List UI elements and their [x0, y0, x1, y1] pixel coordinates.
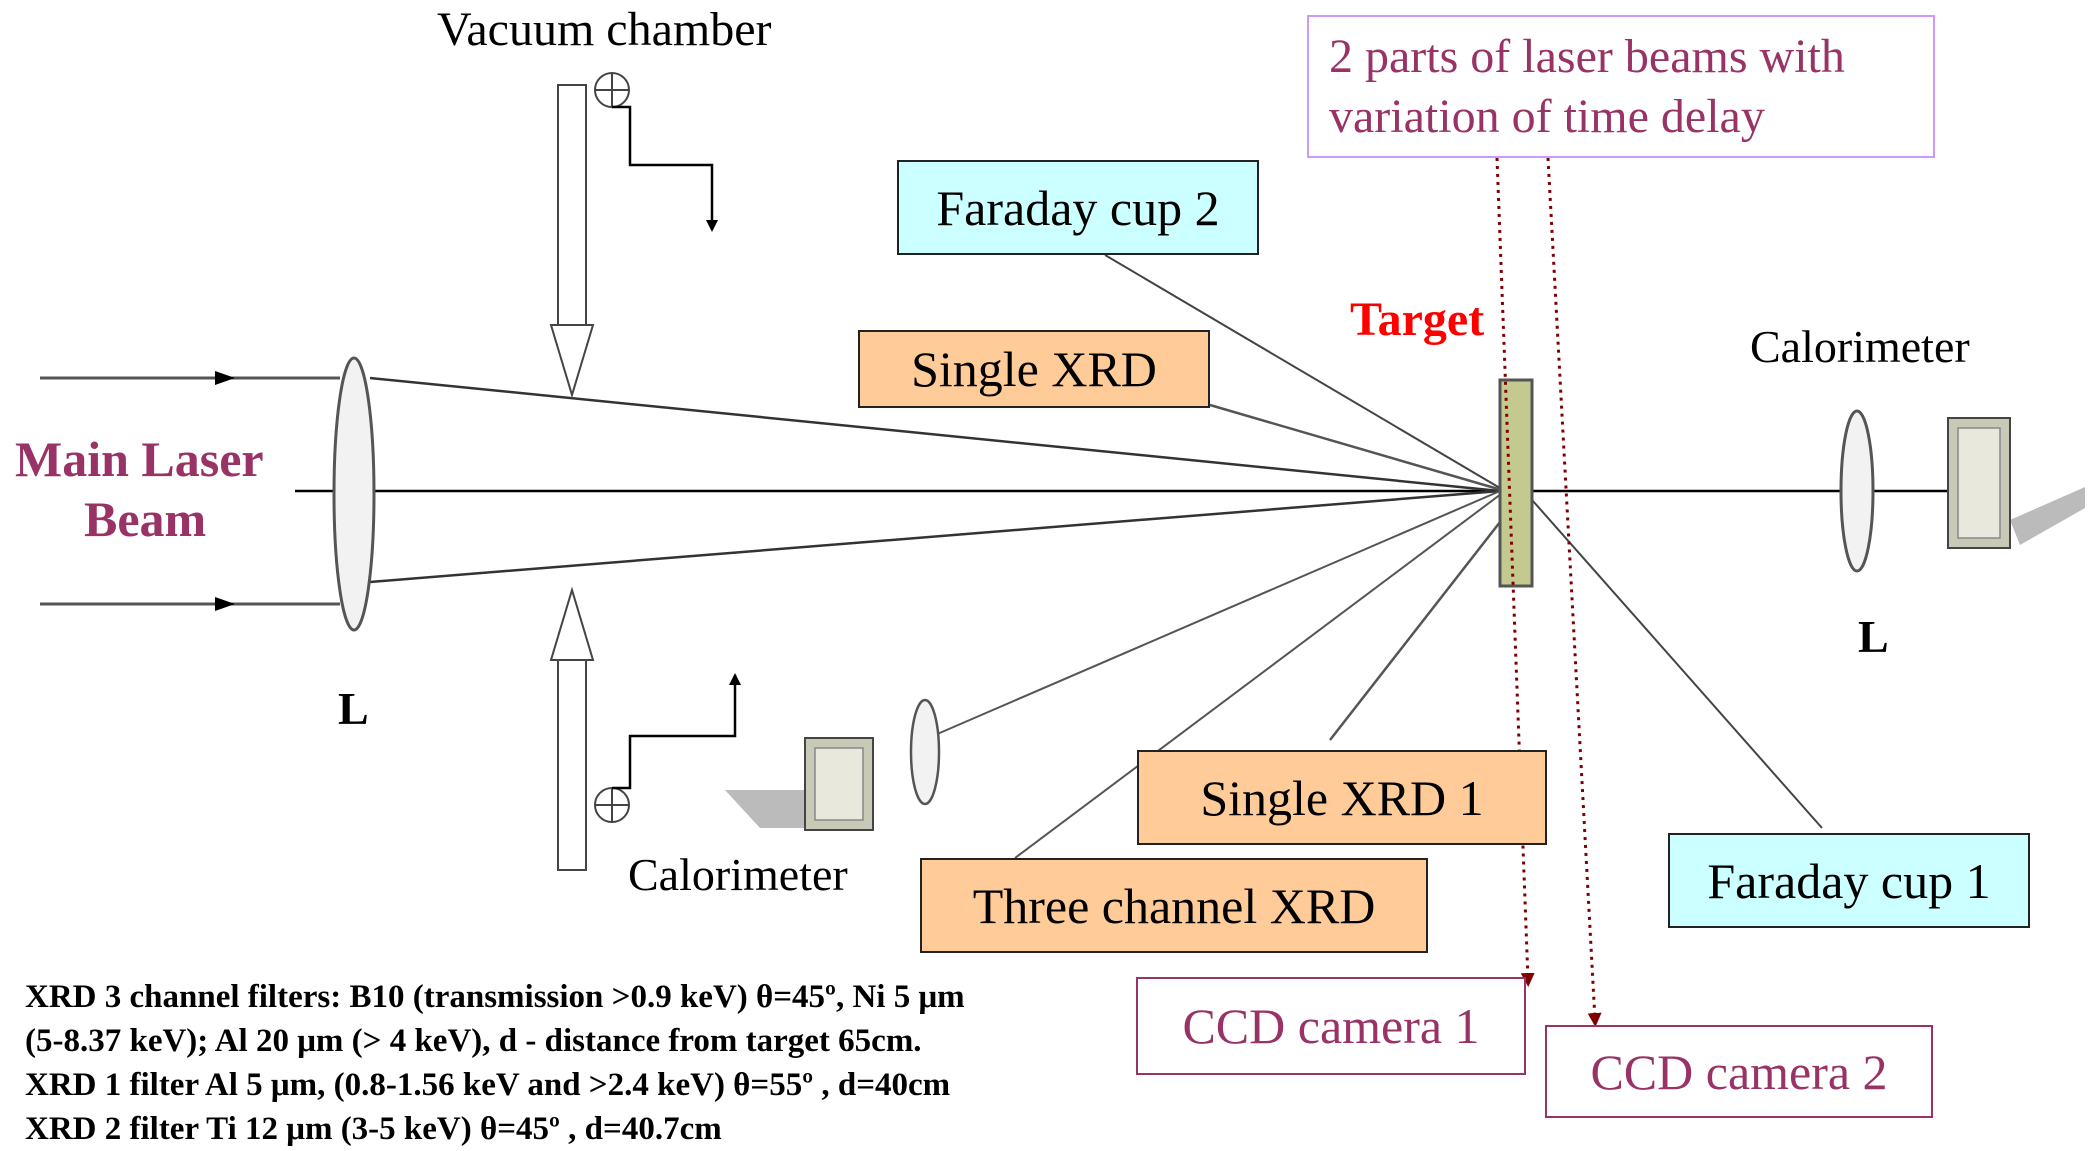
laser-parts-line2: variation of time delay [1329, 89, 1765, 143]
dotted-beam-ccd2 [1546, 157, 1602, 1027]
beam-upper-edge [369, 376, 1501, 493]
ccd-camera-1-box: CCD camera 1 [1136, 977, 1526, 1075]
vacuum-chamber-label: Vacuum chamber [437, 3, 772, 56]
target-label: Target [1350, 293, 1485, 346]
lens-calorimeter-left-icon [909, 698, 941, 806]
calorimeter-left-label: Calorimeter [628, 849, 848, 900]
laser-parts-line1: 2 parts of laser beams with [1329, 29, 1845, 83]
calorimeter-left-icon [725, 737, 874, 831]
diagram-canvas [40, 72, 2085, 1027]
experiment-diagram: Vacuum chamber Main Laser Beam L L Targe… [15, 3, 2085, 1147]
lens-left-icon [332, 356, 376, 632]
lens-right-label: L [1858, 611, 1889, 662]
dotted-beam-ccd1 [1495, 157, 1535, 987]
ccd-camera-2-box: CCD camera 2 [1545, 1025, 1933, 1118]
note-line-4: XRD 2 filter Ti 12 μm (3-5 keV) θ=45º , … [25, 1111, 722, 1147]
target-icon [1498, 378, 1534, 588]
line-faraday-cup-1 [1524, 491, 1823, 829]
faraday-cup-1-box: Faraday cup 1 [1668, 833, 2030, 928]
vacuum-pump-bottom-icon [549, 586, 741, 871]
line-three-channel-xrd [1014, 490, 1506, 859]
line-calorimeter-left [934, 490, 1501, 736]
beam-lower-edge [369, 489, 1501, 584]
lens-left-label: L [338, 683, 369, 734]
faraday-cup-2-box: Faraday cup 2 [897, 160, 1259, 255]
line-single-xrd [1209, 403, 1506, 493]
note-line-1: XRD 3 channel filters: B10 (transmission… [25, 979, 965, 1015]
note-line-2: (5-8.37 keV); Al 20 μm (> 4 keV), d - di… [25, 1023, 922, 1059]
laser-parts-box: 2 parts of laser beams with variation of… [1307, 15, 1935, 158]
line-single-xrd-1 [1329, 489, 1526, 741]
single-xrd-1-box: Single XRD 1 [1137, 750, 1547, 845]
vacuum-pump-top-icon [549, 72, 718, 399]
lens-right-icon [1839, 409, 1875, 573]
line-faraday-cup-2 [1104, 254, 1506, 492]
main-laser-label-line1: Main Laser [15, 431, 264, 487]
calorimeter-right-icon [1947, 417, 2085, 549]
calorimeter-right-label: Calorimeter [1750, 321, 1970, 372]
laser-arrow-upper [215, 371, 235, 385]
three-channel-xrd-box: Three channel XRD [920, 858, 1428, 953]
filter-notes: XRD 3 channel filters: B10 (transmission… [25, 975, 1225, 1151]
note-line-3: XRD 1 filter Al 5 μm, (0.8-1.56 keV and … [25, 1067, 951, 1103]
single-xrd-box: Single XRD [858, 330, 1210, 408]
laser-arrow-lower [215, 597, 235, 611]
main-laser-label-line2: Beam [84, 491, 207, 547]
